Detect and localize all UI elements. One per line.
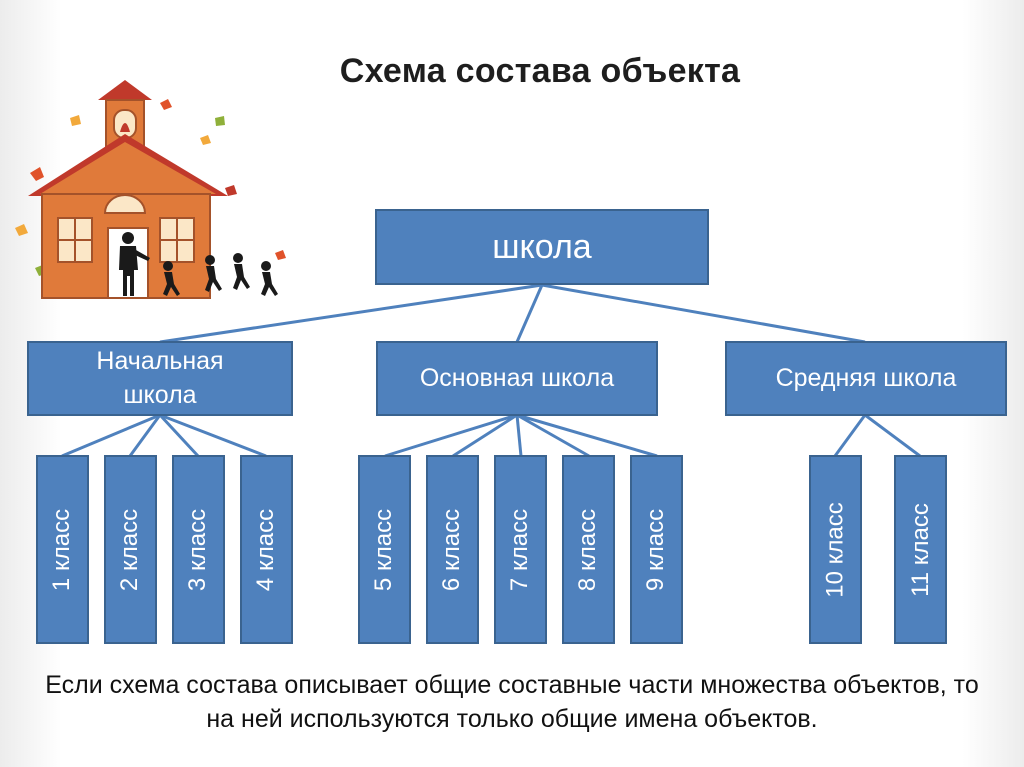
leaf-node-label: 2 класс [116,508,144,591]
leaf-node-label: 11 класс [906,502,934,597]
connector-b2-leaf-4 [516,413,590,458]
branch-node-basic: Основная школа [376,341,658,416]
leaf-node: 3 класс [172,455,225,644]
root-node: школа [375,209,709,285]
leaf-node-label: 7 класс [506,508,534,591]
leaf-node: 6 класс [426,455,479,644]
school-house-icon [15,80,286,299]
connector-b1-leaf-4 [159,413,267,458]
connector-root-branch-3 [541,283,866,344]
leaf-node-label: 4 класс [252,508,280,591]
root-node-label: школа [492,227,592,266]
connector-b1-leaf-3 [158,413,200,458]
connector-b2-leaf-2 [452,413,518,458]
leaf-node: 11 класс [894,455,947,644]
leaf-node: 10 класс [809,455,862,644]
connector-b3-leaf-1 [833,414,867,457]
leaf-node-label: 1 класс [48,508,76,591]
leaf-node: 4 класс [240,455,293,644]
leaf-node: 2 класс [104,455,157,644]
connector-root-branch-1 [159,283,543,344]
connector-b3-leaf-2 [864,413,921,458]
leaf-node-label: 3 класс [184,508,212,591]
leaf-node: 1 класс [36,455,89,644]
leaf-node-label: 8 класс [574,508,602,591]
leaf-node: 9 класс [630,455,683,644]
leaf-node: 8 класс [562,455,615,644]
branch-node-label: Средняя школа [775,363,957,392]
leaf-node-label: 10 класс [821,501,849,598]
connector-b1-leaf-1 [61,413,161,458]
leaf-node: 5 класс [358,455,411,644]
connector-b2-leaf-5 [516,413,658,458]
footer-caption: Если схема состава описывает общие соста… [45,671,979,733]
branch-node-primary: Начальная школа [27,341,293,416]
branch-node-label: Основная школа [419,363,615,392]
branch-node-label: Начальная школа [96,346,224,409]
connector-root-branch-2 [515,284,544,343]
leaf-node-label: 6 класс [438,508,466,591]
connector-b2-leaf-3 [515,414,523,457]
slide-title: Схема состава объекта [339,52,741,90]
connector-b2-leaf-1 [384,413,518,458]
connector-b1-leaf-2 [128,414,162,457]
leaf-node-label: 5 класс [370,508,398,591]
branch-node-secondary: Средняя школа [725,341,1007,416]
leaf-node: 7 класс [494,455,547,644]
leaf-node-label: 9 класс [642,508,670,591]
